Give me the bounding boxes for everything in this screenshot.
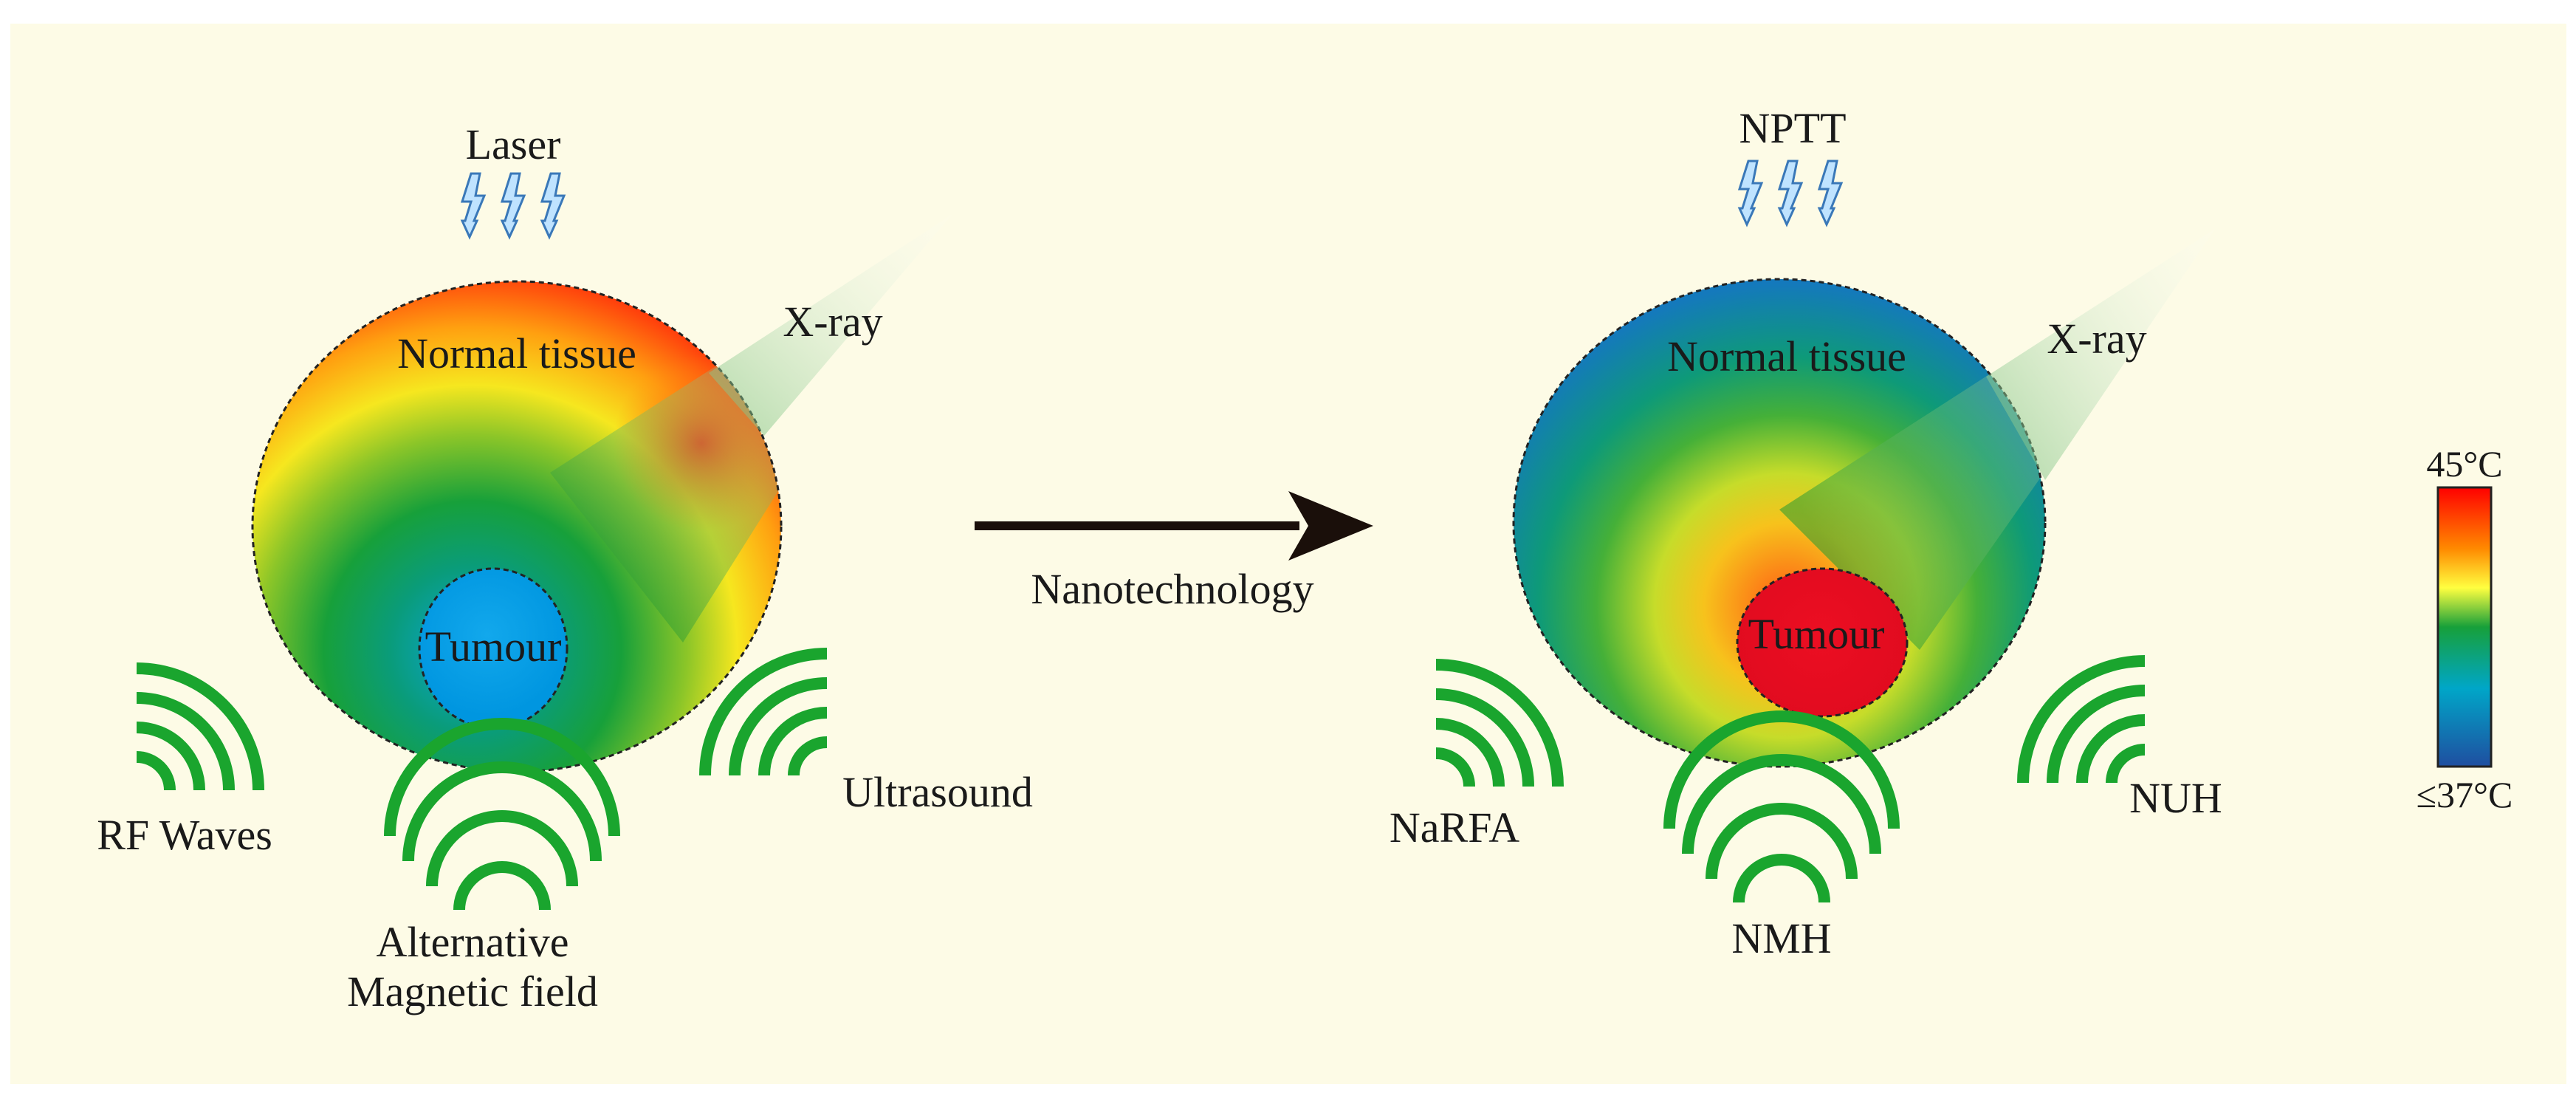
left-tumour <box>418 567 569 730</box>
nptt-label: NPTT <box>1739 104 1847 152</box>
nmh-label: NMH <box>1731 914 1831 962</box>
temperature-color-scale: 45°C ≤37°C <box>2417 443 2513 815</box>
magnetic-field-label-line1: Alternative <box>377 918 569 966</box>
color-scale-min-label: ≤37°C <box>2417 774 2513 815</box>
magnetic-field-waves-icon <box>384 718 620 911</box>
left-tissue-heatmap <box>253 281 781 772</box>
right-panel: Normal tissue Tumour X-ray NPTT NaRFA NU… <box>1390 104 2222 962</box>
arrow-head-icon <box>1288 491 1373 561</box>
right-xray-beam <box>1986 229 2215 480</box>
left-tumour-label: Tumour <box>425 623 562 671</box>
color-scale-max-label: 45°C <box>2426 443 2502 484</box>
ultrasound-waves-icon <box>699 648 828 776</box>
right-tumour-label: Tumour <box>1748 610 1885 658</box>
left-normal-tissue-label: Normal tissue <box>397 329 636 377</box>
left-xray-label: X-ray <box>783 298 882 346</box>
narfa-waves-icon <box>1435 659 1564 787</box>
left-panel: Normal tissue Tumour X-ray Laser RF Wave… <box>97 120 1033 1015</box>
right-xray-label: X-ray <box>2047 315 2146 363</box>
right-normal-tissue-label: Normal tissue <box>1667 332 1906 380</box>
nmh-waves-icon <box>1663 710 1900 903</box>
nanotechnology-label: Nanotechnology <box>1031 565 1313 613</box>
laser-label: Laser <box>466 120 561 168</box>
right-tissue-outline <box>1512 278 2047 768</box>
magnetic-field-label-line2: Magnetic field <box>347 967 598 1015</box>
nuh-waves-icon <box>2017 655 2146 784</box>
color-scale-bar <box>2436 486 2493 768</box>
ultrasound-label: Ultrasound <box>842 768 1033 816</box>
rf-waves-label: RF Waves <box>97 811 272 859</box>
nuh-label: NUH <box>2129 774 2222 822</box>
right-tumour <box>1736 567 1909 718</box>
left-xray-beam <box>709 214 952 436</box>
rf-waves-icon <box>136 662 264 791</box>
narfa-label: NaRFA <box>1390 804 1519 852</box>
nanotechnology-arrow: Nanotechnology <box>975 491 1373 613</box>
